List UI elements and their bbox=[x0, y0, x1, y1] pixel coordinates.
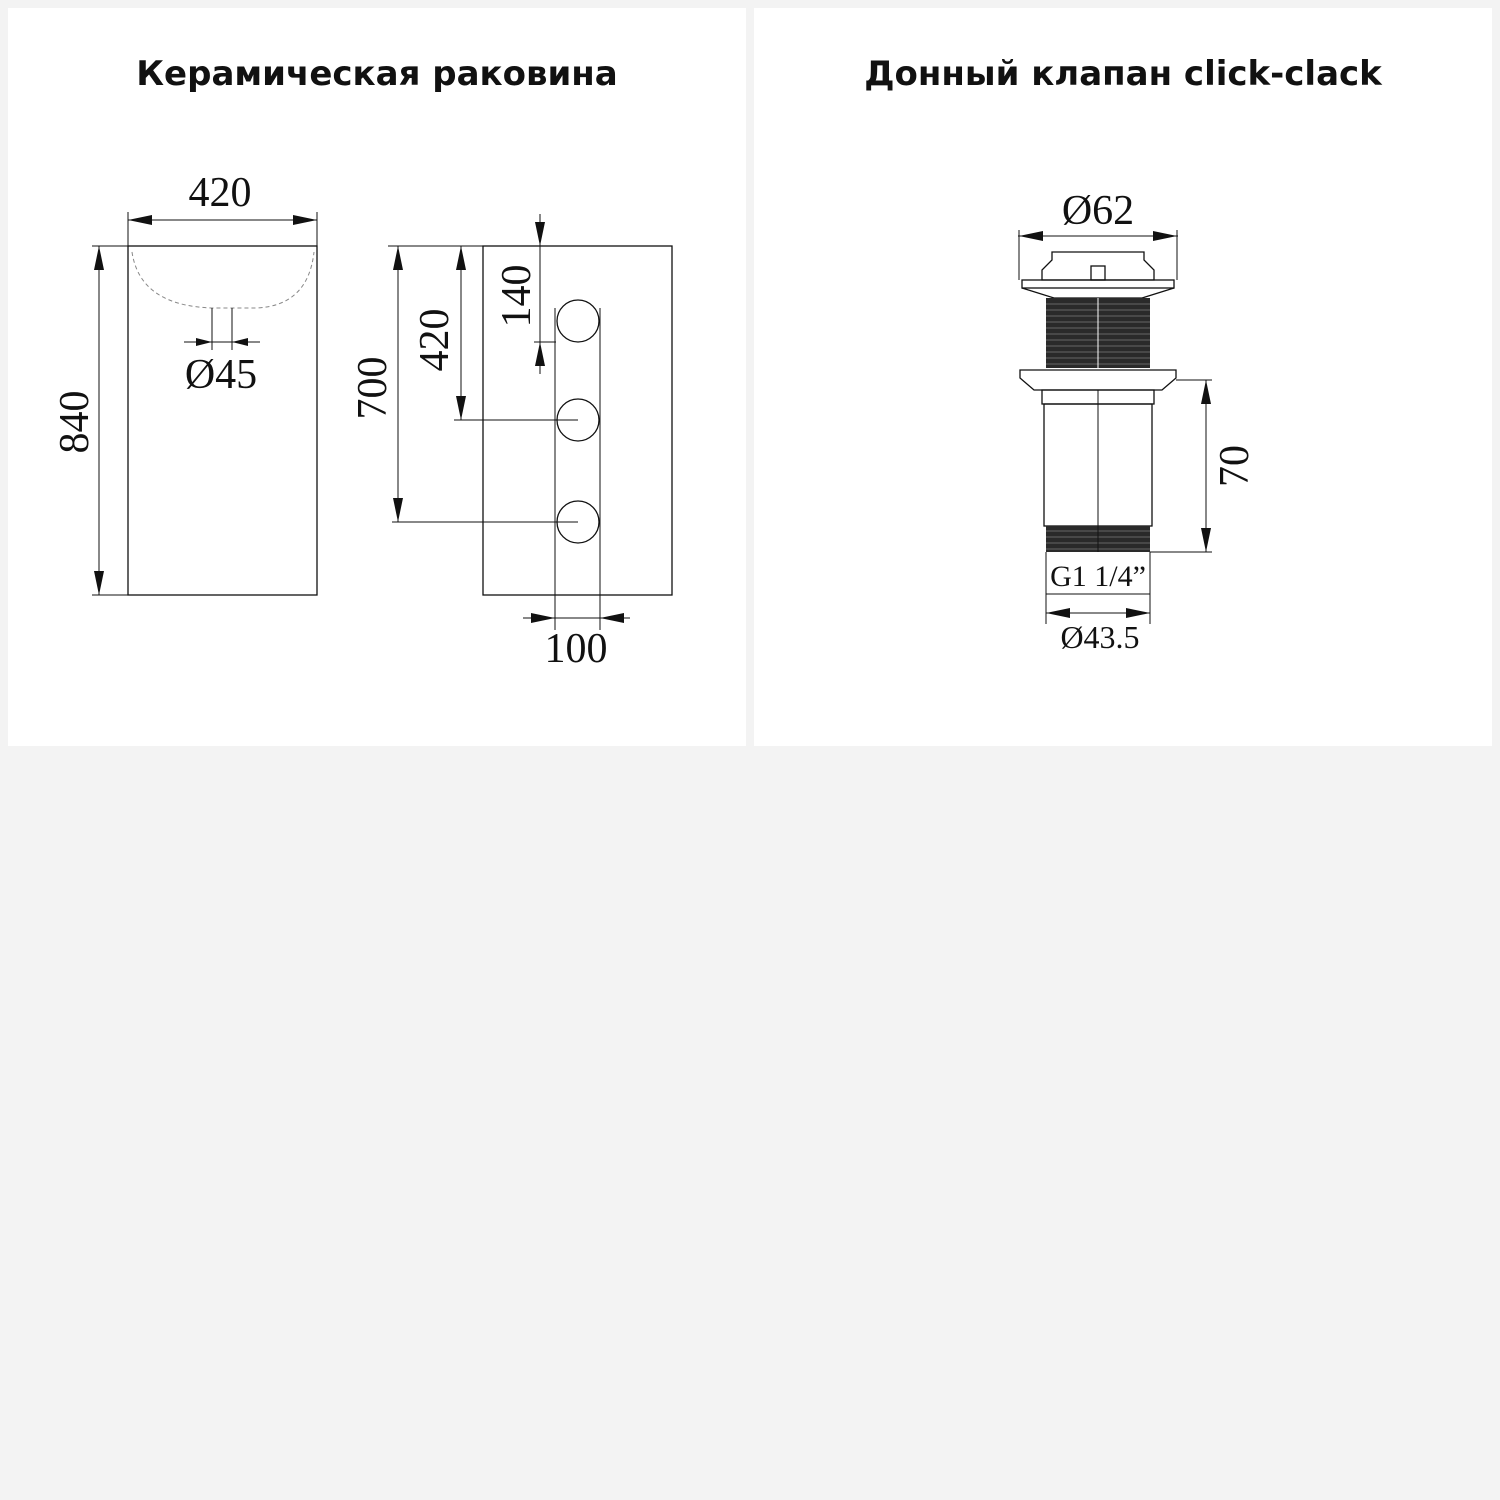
bottom-diameter-label: Ø43.5 bbox=[1060, 619, 1139, 655]
sink-title: Керамическая раковина bbox=[136, 54, 618, 94]
dim-140-arrow-top bbox=[535, 222, 545, 246]
dim-100-arrow-left bbox=[531, 613, 555, 623]
height-arrow-top bbox=[94, 246, 104, 270]
sink-panel: Керамическая раковина 420 840 Ø45 bbox=[8, 8, 746, 746]
valve-drawing: Ø62 bbox=[1018, 188, 1258, 655]
sink-basin-dashed bbox=[131, 251, 315, 309]
dim-700-arrow-bottom bbox=[393, 498, 403, 522]
drain-arrow-right bbox=[232, 338, 248, 346]
width-arrow-right bbox=[293, 215, 317, 225]
height-label: 70 bbox=[1212, 445, 1258, 487]
height-arrow-top bbox=[1201, 380, 1211, 404]
dim-140-label: 140 bbox=[494, 265, 540, 328]
height-label: 840 bbox=[52, 391, 98, 454]
dim-420-label: 420 bbox=[412, 309, 458, 372]
width-arrow-left bbox=[128, 215, 152, 225]
valve-flange-bevel bbox=[1021, 287, 1175, 299]
valve-title: Донный клапан click-clack bbox=[864, 54, 1382, 94]
bottom-diameter-arrow-left bbox=[1046, 608, 1070, 618]
dim-100-arrow-right bbox=[600, 613, 624, 623]
top-diameter-label: Ø62 bbox=[1062, 188, 1134, 234]
valve-cap-stem bbox=[1090, 265, 1106, 281]
dim-420-arrow-bottom bbox=[456, 396, 466, 420]
top-diameter-arrow-left bbox=[1019, 231, 1043, 241]
dim-140-arrow-bottom bbox=[535, 342, 545, 366]
mounting-hole-1 bbox=[556, 299, 600, 343]
dim-420-arrow-top bbox=[456, 246, 466, 270]
sink-front-outline bbox=[127, 245, 318, 596]
dim-100-label: 100 bbox=[545, 626, 608, 672]
valve-lower-washer bbox=[1019, 369, 1177, 391]
drain-diameter-label: Ø45 bbox=[185, 352, 257, 398]
height-arrow-bottom bbox=[94, 571, 104, 595]
height-arrow-bottom bbox=[1201, 528, 1211, 552]
valve-panel: Донный клапан click-clack Ø62 bbox=[754, 8, 1492, 746]
width-label: 420 bbox=[189, 170, 252, 216]
dim-700-label: 700 bbox=[350, 357, 396, 420]
sink-drawing: 420 840 Ø45 140 420 bbox=[52, 170, 673, 672]
drain-arrow-left bbox=[196, 338, 212, 346]
valve-upper-flange bbox=[1021, 279, 1175, 289]
dim-700-arrow-top bbox=[393, 246, 403, 270]
top-diameter-arrow-right bbox=[1153, 231, 1177, 241]
thread-label: G1 1/4” bbox=[1050, 560, 1146, 593]
bottom-diameter-arrow-right bbox=[1126, 608, 1150, 618]
